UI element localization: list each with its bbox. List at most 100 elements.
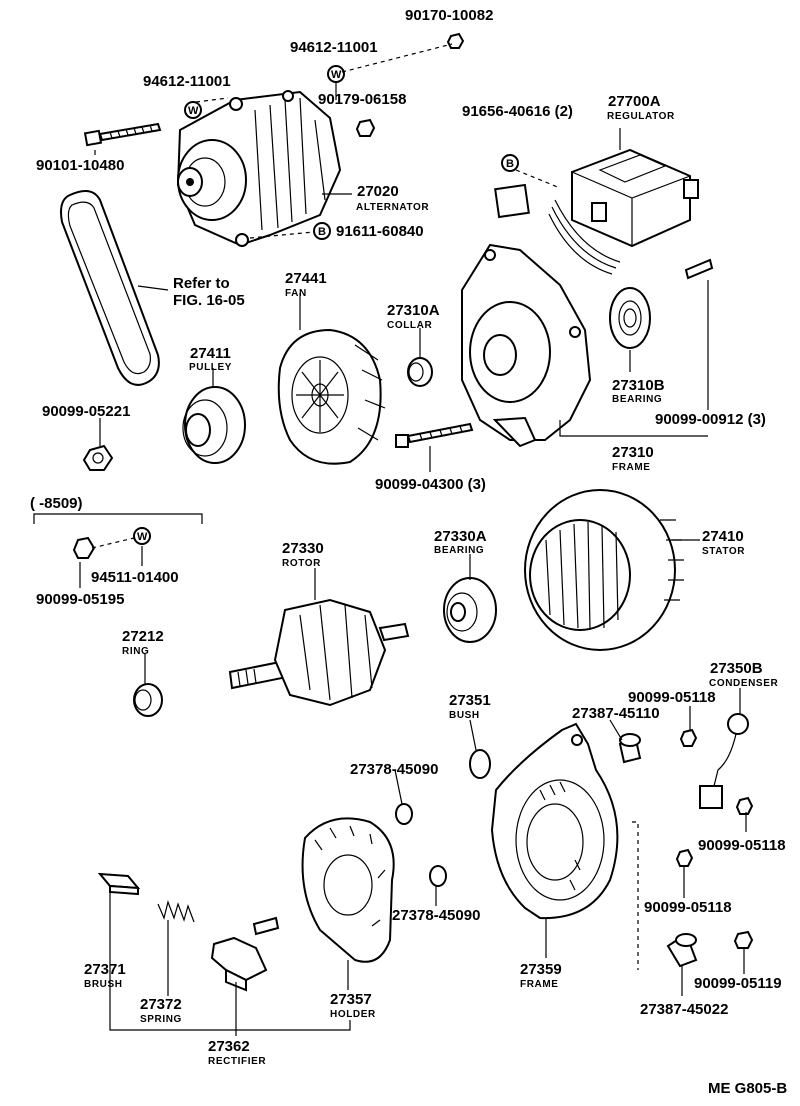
holder-27357: [301, 817, 395, 963]
label-alternator: ALTERNATOR: [356, 202, 429, 213]
label-27020: 27020: [357, 183, 399, 200]
label-90099-05118-b: 90099-05118: [698, 837, 786, 854]
svg-text:B: B: [506, 158, 514, 170]
label-frame-27310: FRAME: [612, 462, 651, 473]
label-pulley: PULLEY: [189, 362, 232, 373]
svg-text:W: W: [188, 105, 199, 117]
label-frame-27359: FRAME: [520, 979, 559, 990]
ring-27212: [133, 683, 163, 717]
collar-27310a: [407, 357, 433, 387]
date-bracket: [33, 513, 203, 524]
nut-05118-c: [675, 848, 694, 867]
label-condenser: CONDENSER: [709, 678, 778, 689]
label-bearing-a: BEARING: [434, 545, 484, 556]
label-27330a: 27330A: [434, 528, 487, 545]
frame-27359: [490, 722, 619, 920]
bearing-27330a: [443, 577, 497, 643]
label-brush: BRUSH: [84, 979, 123, 990]
label-27351: 27351: [449, 692, 491, 709]
nut-05221: [82, 444, 114, 471]
label-27357: 27357: [330, 991, 372, 1008]
regulator: [494, 148, 699, 275]
label-90179-06158: 90179-06158: [318, 91, 406, 108]
label-27372: 27372: [140, 996, 182, 1013]
label-27378-45090-b: 27378-45090: [392, 907, 480, 924]
label-90099-05221: 90099-05221: [42, 403, 130, 420]
label-fan: FAN: [285, 288, 307, 299]
label-collar: COLLAR: [387, 320, 432, 331]
screw-00912: [684, 258, 714, 280]
label-refer-to: Refer to: [173, 275, 230, 292]
svg-text:W: W: [137, 531, 148, 543]
label-rotor: ROTOR: [282, 558, 321, 569]
brush-27371: [97, 872, 141, 896]
label-27371: 27371: [84, 961, 126, 978]
washer-w3: W: [133, 527, 151, 545]
nut-05118-a: [679, 728, 698, 747]
label-90099-05195: 90099-05195: [36, 591, 124, 608]
label-27700a: 27700A: [608, 93, 661, 110]
label-spring: SPRING: [140, 1014, 182, 1025]
label-27410: 27410: [702, 528, 744, 545]
insulator-45090-b: [429, 865, 447, 887]
bolt-90101: [83, 122, 162, 147]
label-bush: BUSH: [449, 710, 480, 721]
label-bearing-b: BEARING: [612, 394, 662, 405]
leader-lines: [79, 43, 747, 1036]
label-91656-40616: 91656-40616 (2): [462, 103, 573, 120]
pulley-27411: [182, 386, 246, 464]
label-27212: 27212: [122, 628, 164, 645]
fan-27441: [277, 328, 386, 465]
label-94511-01400: 94511-01400: [91, 569, 179, 586]
svg-text:B: B: [318, 226, 326, 238]
label-94612-11001-b: 94612-11001: [143, 73, 231, 90]
label-27350b: 27350B: [710, 660, 763, 677]
nut-05119: [733, 930, 754, 949]
label-27310: 27310: [612, 444, 654, 461]
rotor-27330: [228, 598, 410, 707]
label-94612-11001-a: 94612-11001: [290, 39, 378, 56]
label-27378-45090-a: 27378-45090: [350, 761, 438, 778]
label-27387-45022: 27387-45022: [640, 1001, 728, 1018]
label-27411: 27411: [190, 345, 231, 362]
bush-27351: [469, 749, 491, 779]
washer-w2: W: [184, 101, 202, 119]
label-27359: 27359: [520, 961, 562, 978]
v-belt: [60, 190, 160, 386]
label-holder: HOLDER: [330, 1009, 376, 1020]
label-ring: RING: [122, 646, 149, 657]
bearing-27310b: [609, 287, 651, 349]
alternator-assembly: [176, 90, 342, 247]
condenser-27350b: [699, 713, 749, 809]
spring-27372: [157, 899, 195, 923]
bolt-04300: [395, 422, 474, 448]
label-27387-45110: 27387-45110: [572, 705, 660, 722]
nut-90179: [355, 118, 376, 137]
label-27441: 27441: [285, 270, 327, 287]
marker-b1: B: [313, 222, 331, 240]
svg-text:W: W: [331, 69, 342, 81]
label-90099-05119: 90099-05119: [694, 975, 782, 992]
stator-27410: [524, 489, 684, 651]
label-90099-05118-a: 90099-05118: [628, 689, 716, 706]
label-rectifier: RECTIFIER: [208, 1056, 266, 1067]
label-90170-10082: 90170-10082: [405, 7, 493, 24]
label-90101-10480: 90101-10480: [36, 157, 124, 174]
label-91611-60840: 91611-60840: [336, 223, 424, 240]
label-27362: 27362: [208, 1038, 250, 1055]
nut-90170: [446, 32, 465, 49]
rectifier-27362: [210, 916, 280, 992]
label-regulator: REGULATOR: [607, 111, 675, 122]
label-90099-04300: 90099-04300 (3): [375, 476, 486, 493]
frame-27310: [461, 243, 592, 448]
insulator-45090-a: [395, 803, 413, 825]
label-stator: STATOR: [702, 546, 745, 557]
marker-b2: B: [501, 154, 519, 172]
label-27330: 27330: [282, 540, 324, 557]
washer-w1: W: [327, 65, 345, 83]
label-fig-16-05: FIG. 16-05: [173, 292, 245, 309]
label-27310b: 27310B: [612, 377, 665, 394]
terminal-45022: [666, 933, 698, 968]
nut-05195: [72, 536, 96, 559]
